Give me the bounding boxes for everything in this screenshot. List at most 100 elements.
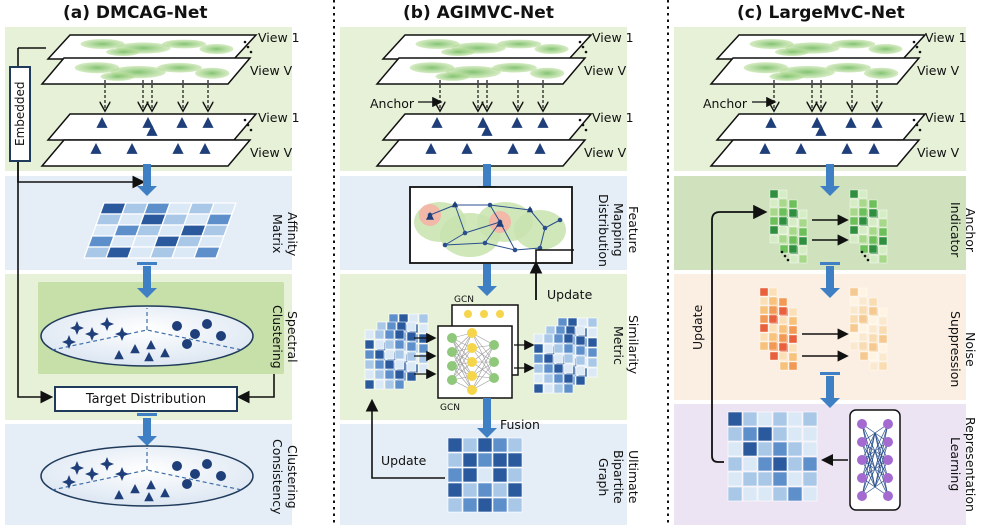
stack-cell xyxy=(849,225,859,235)
stack-cell xyxy=(868,324,878,334)
bipartite-cell xyxy=(462,497,478,513)
b-update-bottom-label: Update xyxy=(381,453,427,468)
bipartite-cell xyxy=(462,482,478,498)
stack-cell xyxy=(858,314,868,324)
blob-4 xyxy=(769,72,804,81)
stack-cell xyxy=(849,234,859,244)
repr-cell xyxy=(772,441,788,457)
matrix-cell xyxy=(388,313,399,324)
consistency-cluster xyxy=(40,445,254,507)
gcn-edge xyxy=(471,344,495,377)
stack-cell xyxy=(788,361,798,371)
stack-cell xyxy=(878,343,888,353)
b-arrow-2-shaft xyxy=(483,264,491,288)
ae-node-in xyxy=(857,437,867,447)
repr-cell xyxy=(727,426,743,442)
bipartite-cell xyxy=(492,482,508,498)
stack-cell xyxy=(768,323,778,333)
gcn-edge xyxy=(451,347,473,381)
anchor-triangle xyxy=(511,117,523,128)
stack-cell xyxy=(868,351,878,361)
stack-cell xyxy=(858,287,868,297)
matrix-cell xyxy=(384,369,395,380)
matrix-cell xyxy=(575,335,586,346)
stack-cell xyxy=(868,342,878,352)
anchor-triangle xyxy=(868,143,880,154)
matrix-cell xyxy=(418,363,429,374)
ellipsis-dot xyxy=(863,254,867,258)
anchor-triangle xyxy=(160,488,170,498)
stack-cell xyxy=(769,216,779,226)
bipartite-cell xyxy=(447,497,463,513)
gcn-node-top xyxy=(464,310,472,318)
ellipsis-dot xyxy=(578,118,582,122)
anchor-triangle xyxy=(160,348,170,358)
bipartite-matrix xyxy=(447,437,523,513)
stack-cell xyxy=(778,351,788,361)
anchor-triangle xyxy=(841,143,853,154)
data-blobs xyxy=(409,62,565,81)
b-view-1-label: View 1 xyxy=(592,30,634,45)
graph-node xyxy=(442,242,448,248)
bipartite-cell xyxy=(507,497,523,513)
star-marker xyxy=(85,467,99,481)
matrix-cell xyxy=(563,373,574,384)
stack-cell xyxy=(759,332,769,342)
data-blobs xyxy=(749,39,903,56)
stack-cell xyxy=(778,297,788,307)
a-arrow-2-head xyxy=(137,288,157,298)
bipartite-cell xyxy=(507,467,523,483)
matrix-cell xyxy=(406,331,417,342)
cluster-oval xyxy=(40,445,254,507)
noise-stack-left xyxy=(759,287,798,371)
representation-matrix xyxy=(727,411,818,502)
stack-cell xyxy=(878,218,888,228)
stack-cell xyxy=(788,316,798,326)
matrix-cell xyxy=(553,373,564,384)
matrix-cell xyxy=(575,345,586,356)
b-similarity-line-2: Metric xyxy=(611,325,626,365)
gcn-node-out xyxy=(489,340,499,350)
b-anchor-label: Anchor xyxy=(370,96,415,111)
a-consistency-line-2: Consistency xyxy=(270,439,285,515)
stack-cell xyxy=(778,342,788,352)
star-marker xyxy=(70,461,84,475)
bipartite-cell xyxy=(477,467,493,483)
c-arrow-1-head xyxy=(820,186,840,196)
stack-cell xyxy=(769,189,779,199)
blob-3 xyxy=(195,67,230,79)
matrix-cell xyxy=(364,369,375,380)
anchor-triangle xyxy=(759,143,771,154)
stack-cell xyxy=(858,198,868,208)
cluster-divider xyxy=(51,469,243,491)
blob-0 xyxy=(409,62,455,74)
matrix-cell xyxy=(374,339,385,350)
blob-4 xyxy=(100,72,135,81)
circle-marker xyxy=(216,471,226,481)
ellipsis-dot xyxy=(249,50,253,54)
bipartite-cell xyxy=(492,452,508,468)
c-band-representation xyxy=(674,404,966,525)
matrix-cell xyxy=(557,317,568,328)
stack-cell xyxy=(759,296,769,306)
ellipsis-dot xyxy=(584,50,588,54)
circle-marker xyxy=(190,329,200,339)
stack-cell xyxy=(759,341,769,351)
c-repr-line-1: Representation xyxy=(963,416,978,512)
c-arrow-1-shaft xyxy=(826,164,834,188)
anchor-layer-v xyxy=(375,139,587,167)
stack-cell xyxy=(798,245,808,255)
ellipsis-dot xyxy=(786,258,790,262)
anchor-triangle xyxy=(425,143,437,154)
stack-cell xyxy=(878,325,888,335)
stack-cell xyxy=(878,316,888,326)
blob-4 xyxy=(106,48,140,56)
graph-edge xyxy=(464,221,501,234)
repr-cell xyxy=(802,471,818,487)
matrix-cell xyxy=(587,317,598,328)
diagram-content xyxy=(17,47,901,513)
stack-cell xyxy=(859,351,869,361)
circle-marker xyxy=(202,319,212,329)
repr-cell xyxy=(772,486,788,502)
